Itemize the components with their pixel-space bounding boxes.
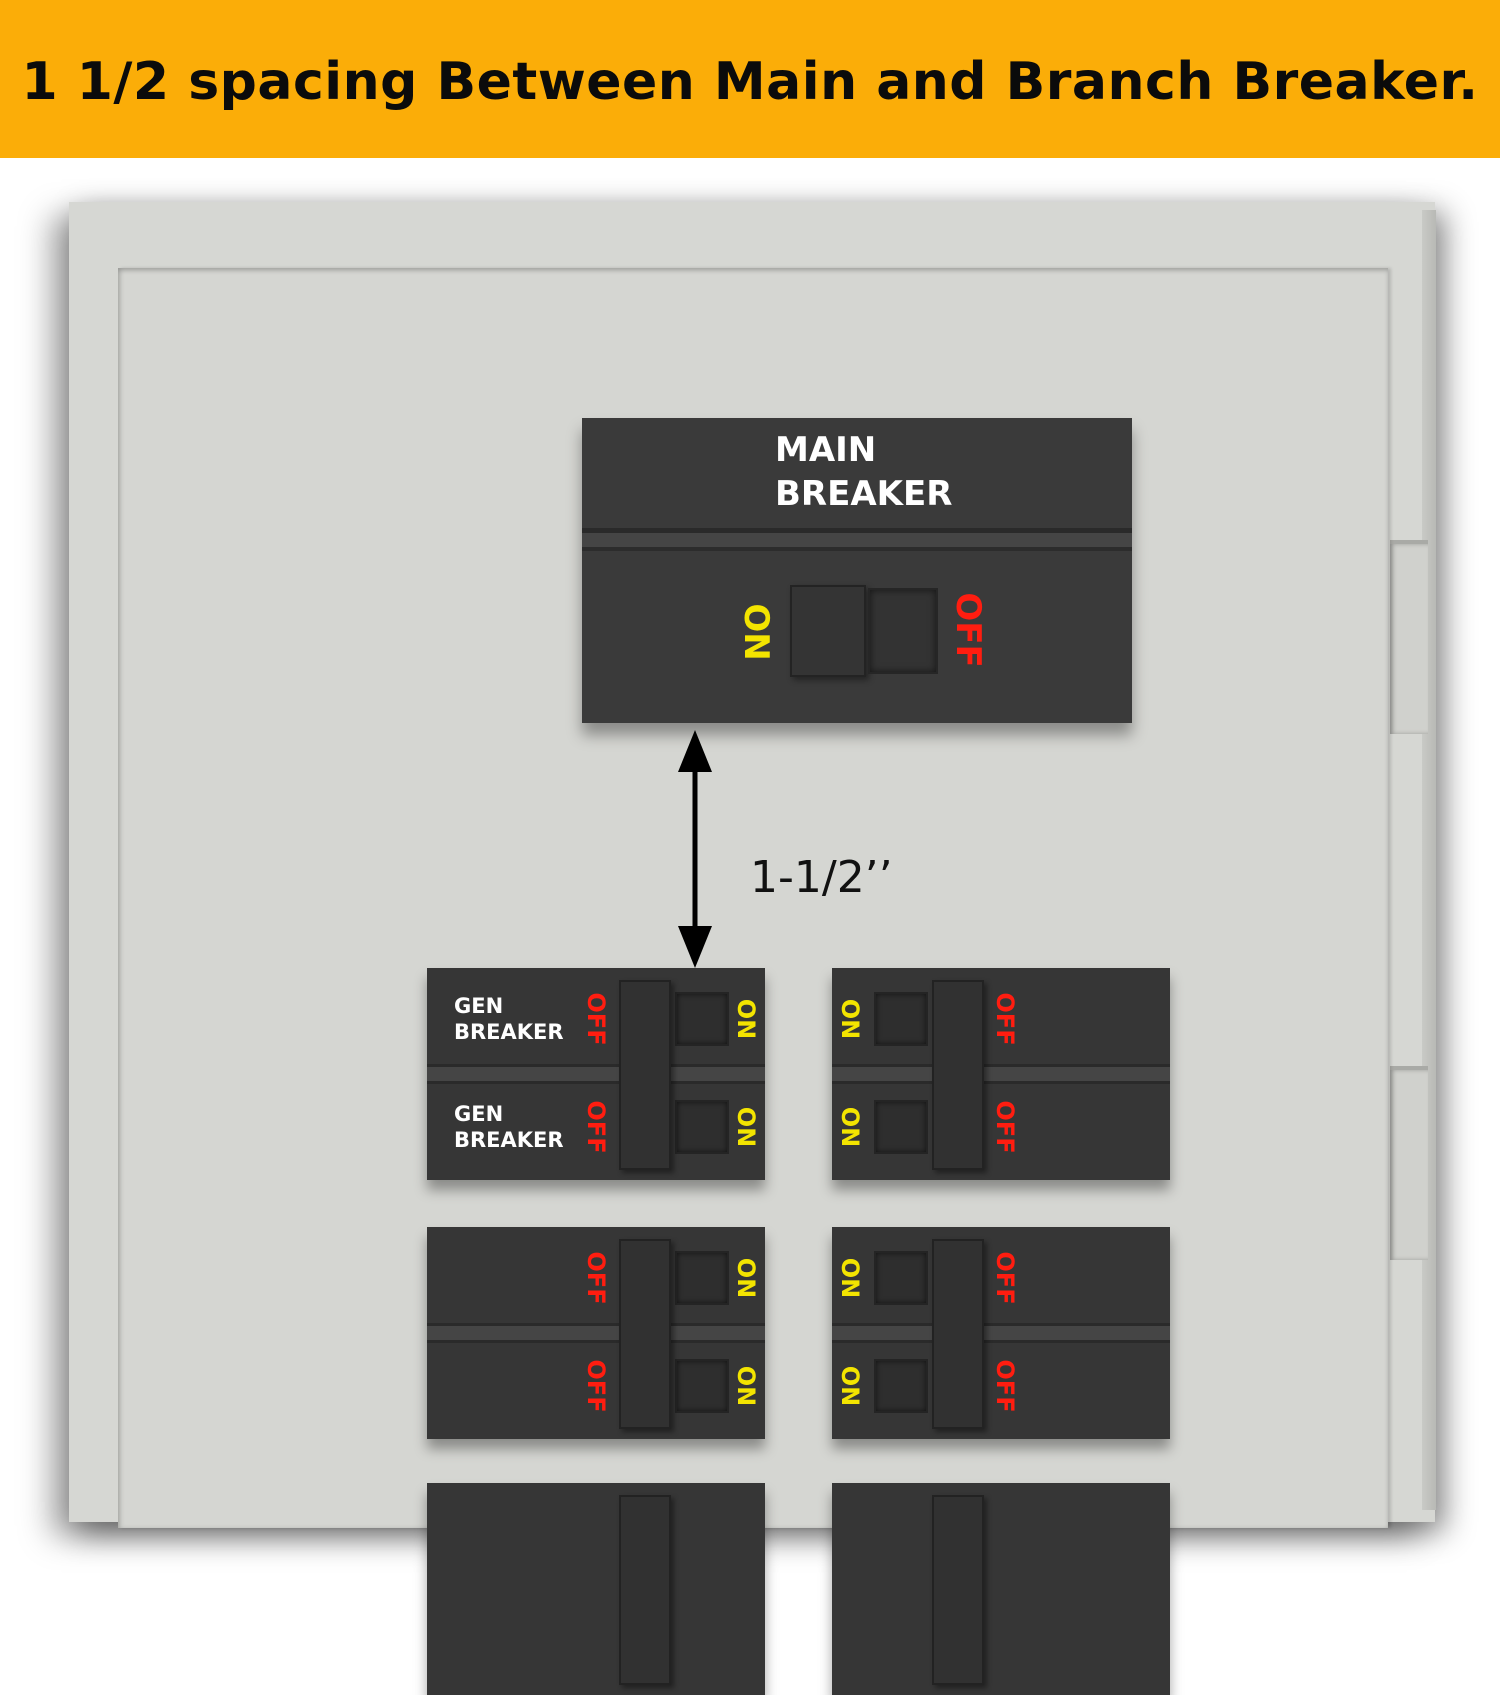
- main-breaker-title: MAIN BREAKER: [775, 428, 1075, 516]
- main-breaker-title-line1: MAIN: [775, 430, 877, 470]
- gen-label-line1: GEN: [454, 1102, 504, 1126]
- branch-on-label: ON: [836, 1106, 864, 1148]
- branch-on-label: ON: [836, 1257, 864, 1299]
- main-breaker-groove: [582, 528, 1132, 533]
- branch-off-label: OFF: [582, 1251, 610, 1305]
- branch-off-label: OFF: [582, 992, 610, 1046]
- banner-title: 1 1/2 spacing Between Main and Branch Br…: [21, 52, 1479, 112]
- panel-hinge: [1390, 1066, 1428, 1260]
- main-off-label: OFF: [948, 592, 988, 668]
- branch-off-label: OFF: [582, 1359, 610, 1413]
- branch-breaker[interactable]: [427, 1227, 765, 1439]
- spacing-label: 1-1/2’’: [750, 852, 893, 903]
- main-breaker-toggle[interactable]: [790, 585, 866, 677]
- gen-label-line2: BREAKER: [454, 1020, 564, 1044]
- main-breaker-toggle-socket: [868, 588, 938, 674]
- branch-on-label: ON: [836, 1365, 864, 1407]
- branch-off-label: OFF: [991, 1251, 1019, 1305]
- branch-breaker[interactable]: [427, 1483, 765, 1695]
- main-on-label: ON: [736, 603, 776, 661]
- panel-edge: [1422, 210, 1436, 1510]
- branch-on-label: ON: [732, 998, 760, 1040]
- main-breaker-title-line2: BREAKER: [775, 474, 953, 514]
- spacing-arrow: [678, 730, 712, 968]
- branch-off-label: OFF: [582, 1100, 610, 1154]
- branch-on-label: ON: [732, 1257, 760, 1299]
- main-breaker-groove: [582, 547, 1132, 551]
- branch-breaker[interactable]: [832, 968, 1170, 1180]
- branch-off-label: OFF: [991, 992, 1019, 1046]
- branch-breaker[interactable]: [427, 968, 765, 1180]
- branch-on-label: ON: [836, 998, 864, 1040]
- gen-label-line1: GEN: [454, 994, 504, 1018]
- branch-breaker[interactable]: [832, 1483, 1170, 1695]
- main-breaker-groove: [582, 533, 1132, 547]
- branch-on-label: ON: [732, 1106, 760, 1148]
- branch-breaker[interactable]: [832, 1227, 1170, 1439]
- branch-off-label: OFF: [991, 1100, 1019, 1154]
- branch-off-label: OFF: [991, 1359, 1019, 1413]
- gen-breaker-label: GEN BREAKER: [454, 993, 564, 1045]
- title-banner: [0, 0, 1500, 158]
- gen-label-line2: BREAKER: [454, 1128, 564, 1152]
- gen-breaker-label: GEN BREAKER: [454, 1101, 564, 1153]
- branch-on-label: ON: [732, 1365, 760, 1407]
- panel-hinge: [1390, 540, 1428, 734]
